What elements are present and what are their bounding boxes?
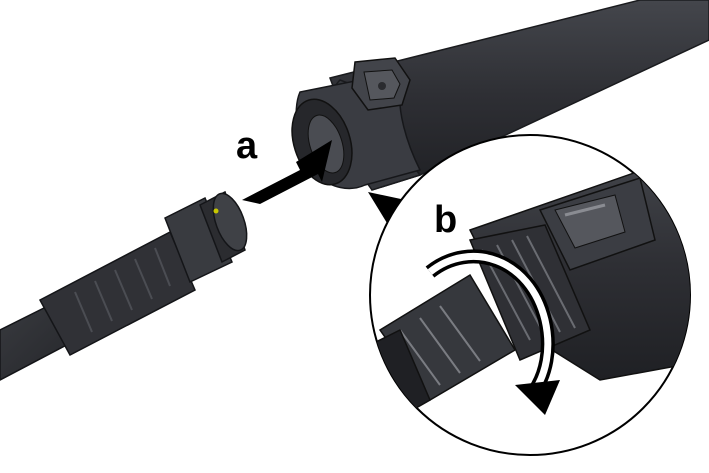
connector-indicator-dot [213,208,219,214]
step-a-label: a [236,125,258,167]
rotate-clockwise-icon [425,249,560,415]
step-b-label: b [434,199,457,241]
arrow-right-icon [242,140,332,204]
hose-connector [0,190,248,381]
detail-zoom-circle [369,134,691,456]
